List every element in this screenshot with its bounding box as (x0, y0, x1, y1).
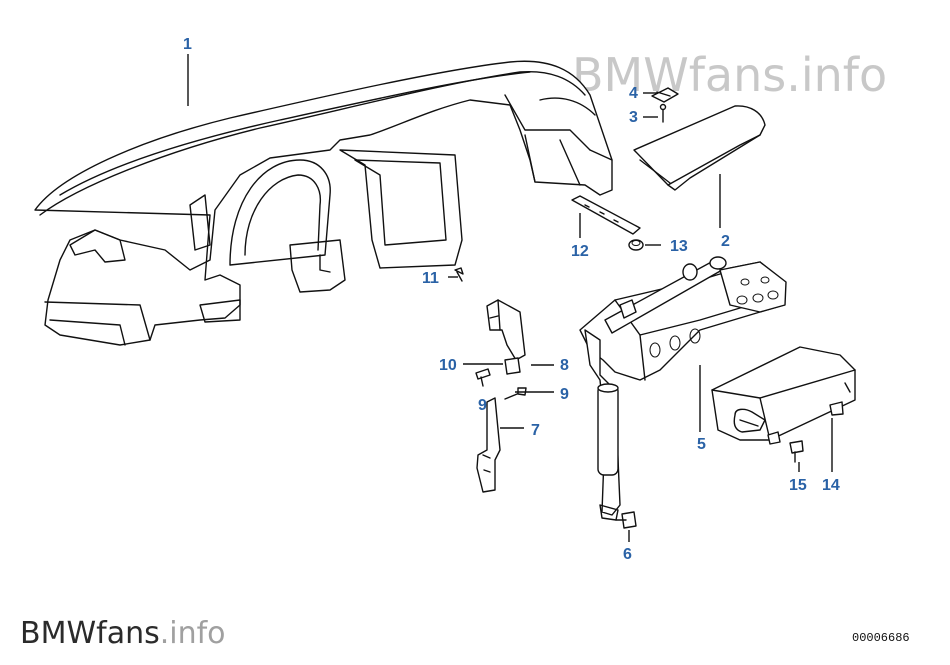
screw-part-9[interactable] (504, 387, 527, 400)
screw-part-10[interactable] (475, 368, 491, 387)
watermark-bottom-prefix: BMWfans (20, 616, 160, 651)
part-label-10[interactable]: 10 (439, 357, 457, 374)
bracket-part-11[interactable] (486, 299, 526, 361)
part-label-14[interactable]: 14 (822, 477, 840, 494)
part-labels: 1 2 3 4 5 6 7 8 9 9 10 11 12 13 14 15 (183, 36, 840, 563)
part-label-12[interactable]: 12 (571, 243, 589, 260)
dashboard-part[interactable] (34, 60, 613, 346)
part-label-9[interactable]: 9 (560, 386, 569, 403)
part-label-13[interactable]: 13 (670, 238, 688, 255)
part-label-6[interactable]: 6 (623, 546, 632, 563)
leader-lines (187, 54, 833, 542)
airbag-cover-part[interactable] (633, 105, 766, 191)
part-label-11[interactable]: 11 (422, 270, 439, 287)
watermark-bottom-suffix: .info (160, 616, 226, 651)
bracket-part-12[interactable] (571, 195, 641, 235)
bracket-part-7[interactable] (476, 397, 501, 493)
screw-part-3[interactable] (659, 103, 667, 123)
part-label-8[interactable]: 8 (560, 357, 569, 374)
part-label-4[interactable]: 4 (629, 85, 638, 102)
support-carrier-part[interactable] (579, 256, 787, 521)
bolt-part-15[interactable] (789, 440, 804, 463)
screw-part-11[interactable] (454, 267, 464, 282)
part-label-5[interactable]: 5 (697, 436, 706, 453)
clip-part[interactable] (651, 87, 679, 103)
diagram-code: 00006686 (852, 631, 910, 645)
part-label-3[interactable]: 3 (629, 109, 638, 126)
part-label-1[interactable]: 1 (183, 36, 192, 53)
part-label-15[interactable]: 15 (789, 477, 807, 494)
watermark-top: BMWfans.info (572, 48, 887, 102)
bolt-part-6[interactable] (615, 511, 637, 529)
part-label-2[interactable]: 2 (721, 233, 730, 250)
part-label-9b[interactable]: 9 (478, 397, 487, 414)
clip-nut-part-8[interactable] (504, 357, 521, 375)
part-label-7[interactable]: 7 (531, 422, 540, 439)
nut-part-13[interactable] (628, 239, 644, 251)
watermark-bottom: BMWfans.info (20, 616, 226, 651)
airbag-module-part[interactable] (711, 346, 856, 445)
